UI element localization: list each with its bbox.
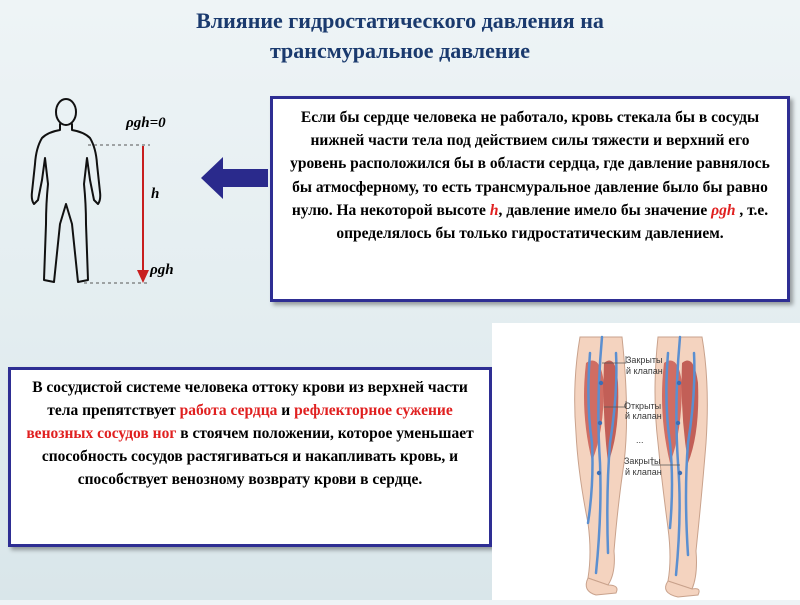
left-arrow-icon <box>201 157 268 199</box>
box1-text-part2: , давление имело бы значение <box>498 201 712 219</box>
label-closed-valve-top-2: й клапан <box>626 366 663 376</box>
label-open-valve-1: Открыты <box>624 401 661 411</box>
human-silhouette-icon <box>30 98 150 284</box>
box1-h-symbol: h <box>489 201 499 219</box>
explanation-box-bottom: В сосудистой системе человека оттоку кро… <box>8 367 492 547</box>
label-closed-valve-top-1: Закрыты <box>626 355 662 365</box>
title-line-2: трансмуральное давление <box>269 38 531 63</box>
bottom-pressure-label: ρgh <box>150 262 174 278</box>
explanation-box-top: Если бы сердце человека не работало, кро… <box>270 96 790 302</box>
box1-rgh-symbol: ρgh <box>711 201 736 219</box>
box1-text-part3: , т.е. определялось бы только гидростати… <box>336 201 769 243</box>
title-line-1: Влияние гидростатического давления на <box>196 8 604 33</box>
page-title: Влияние гидростатического давления на тр… <box>100 6 700 66</box>
label-closed-valve-bottom-2: й клапан <box>625 467 662 477</box>
height-label: h <box>151 186 160 202</box>
box1-text-part1: Если бы сердце человека не работало, кро… <box>290 109 770 219</box>
label-closed-valve-bottom-1: Закрыты <box>624 456 660 466</box>
box2-text-part2: и <box>277 402 295 419</box>
legs-veins-illustration: Закрыты й клапан Открыты й клапан ... За… <box>492 323 800 600</box>
box2-highlight-heart: работа сердца <box>179 402 278 419</box>
box2-text-part1: В сосудистой системе человека оттоку кро… <box>32 379 468 419</box>
box2-highlight-veins: рефлекторное сужение венозных сосудов но… <box>26 402 453 442</box>
top-pressure-label: ρgh=0 <box>126 115 166 131</box>
box2-text-part3: в стоячем положении, которое уменьшает с… <box>41 425 474 488</box>
label-dots: ... <box>636 435 644 445</box>
label-open-valve-2: й клапан <box>625 411 662 421</box>
